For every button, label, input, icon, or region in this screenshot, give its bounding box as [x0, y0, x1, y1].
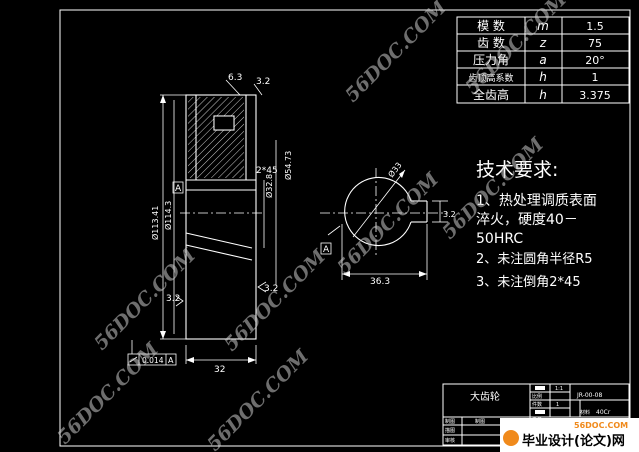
param-symbol: m	[537, 19, 549, 33]
keyway-width: 36.3	[370, 277, 390, 287]
watermark: 56DOC.COM	[90, 244, 201, 355]
param-row-tooth-height: 全齿高 h 3.375	[473, 87, 611, 102]
watermark: 56DOC.COM	[220, 245, 331, 356]
tech-line: 淬火，硬度40－	[476, 212, 578, 228]
keyway-roughness: 3.2	[443, 210, 456, 219]
roughness-label: 3.2	[264, 284, 278, 294]
dimension-label: Ø114.3	[163, 201, 173, 230]
row-label: 描图	[445, 427, 455, 434]
row-label: 制图	[445, 418, 455, 425]
site-badge: 56DOC.COM 毕业设计(论文)网	[500, 418, 639, 452]
watermark: 56DOC.COM	[203, 345, 314, 452]
scale-label: 比例	[532, 393, 542, 400]
badge-url: 56DOC.COM	[574, 421, 628, 430]
material-label: 材料	[580, 409, 590, 416]
param-value: 20°	[585, 54, 605, 67]
count-label: 件数	[532, 401, 542, 408]
param-symbol: h	[539, 88, 547, 102]
param-name: 模 数	[477, 18, 505, 33]
param-value: 1	[592, 71, 599, 84]
chamfer-label: 2*45	[256, 166, 278, 176]
roughness-label: 3.2	[166, 294, 180, 304]
tolerance-datum: A	[168, 356, 174, 365]
param-row-module: 模 数 m 1.5	[477, 18, 604, 33]
datum-label: A	[175, 184, 182, 194]
param-value: 75	[588, 37, 602, 50]
param-row-pressure-angle: 压力角 a 20°	[473, 53, 605, 67]
row-label: 审核	[445, 437, 455, 444]
param-row-teeth: 齿 数 z 75	[477, 35, 602, 50]
roughness-label: 3.2	[256, 77, 270, 87]
param-symbol: z	[539, 36, 547, 50]
datum-label: A	[323, 245, 330, 255]
watermark: 56DOC.COM	[341, 0, 452, 107]
count-value: 1	[556, 402, 559, 408]
tech-line: 50HRC	[476, 231, 523, 247]
param-name: 压力角	[473, 53, 509, 67]
dimension-label: Ø113.41	[150, 206, 160, 240]
row-label: 制图	[475, 418, 485, 425]
technical-requirements: 技术要求: 1、热处理调质表面 淬火，硬度40－ 50HRC 2、未注圆角半径R…	[476, 159, 597, 290]
gear-parameter-table	[456, 16, 630, 104]
part-name: 大齿轮	[470, 390, 500, 403]
tech-title: 技术要求:	[476, 159, 558, 181]
param-symbol: h	[539, 70, 547, 84]
param-symbol: a	[539, 53, 546, 67]
drawing-frame	[59, 9, 631, 447]
tech-line: 2、未注圆角半径R5	[476, 252, 593, 267]
hub-keyway-view: Ø33 36.3 3.2 A	[320, 160, 456, 287]
param-name: 齿 数	[477, 35, 505, 50]
title-block: 大齿轮 比例 1:1 件数 1 JR-00-08 材料 40Cr 重量 制图 描…	[442, 383, 630, 446]
width-dimension: 32	[214, 365, 225, 375]
tech-line: 1、热处理调质表面	[476, 193, 597, 209]
scale-value: 1:1	[555, 386, 563, 392]
param-name: 齿顶高系数	[468, 72, 513, 84]
badge-text: 毕业设计(论文)网	[522, 433, 625, 449]
drawing-number: JR-00-08	[576, 392, 602, 399]
material-value: 40Cr	[596, 409, 611, 416]
tolerance-frame: 0.014 A	[127, 340, 177, 366]
param-row-addendum: 齿顶高系数 h 1	[468, 70, 598, 84]
badge-logo-icon	[503, 430, 519, 446]
dimension-label: Ø32.8	[264, 174, 274, 198]
param-value: 1.5	[586, 20, 604, 33]
section-hatch	[188, 97, 244, 178]
dimension-label: Ø54.73	[283, 151, 293, 180]
gear-section-view: 6.3 3.2 2*45 3.2 3.2 A Ø113.41 Ø114.3 Ø3…	[127, 73, 293, 375]
watermark: 56DOC.COM	[53, 338, 164, 449]
tech-line: 3、未注倒角2*45	[476, 275, 581, 290]
tolerance-value: 0.014	[142, 356, 164, 365]
param-value: 3.375	[579, 89, 611, 102]
param-name: 全齿高	[473, 87, 509, 102]
roughness-label: 6.3	[228, 73, 242, 83]
